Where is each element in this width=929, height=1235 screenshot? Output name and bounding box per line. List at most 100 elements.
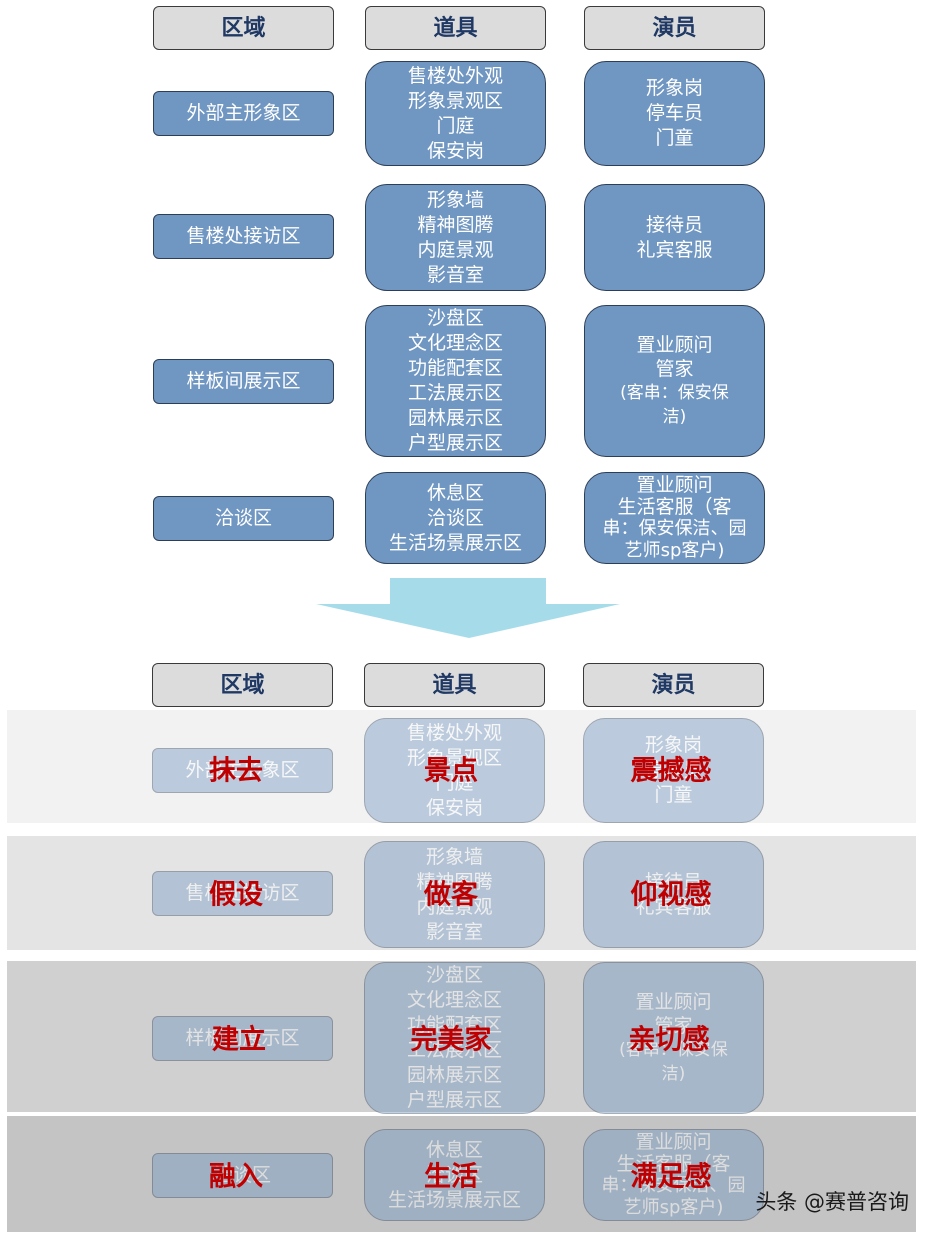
prop-item: 生活场景展示区: [387, 1188, 521, 1211]
overlay-zone-label: 抹去: [209, 755, 263, 787]
actor-item: 串：保安保洁、园: [601, 1175, 746, 1196]
actor-item: (客串：保安保: [620, 383, 729, 403]
overlay-band: [7, 1116, 916, 1232]
overlay-prop-label: 完美家: [410, 1024, 492, 1056]
actor-item: 接待员: [644, 870, 702, 893]
prop-item: 门庭: [436, 114, 475, 137]
actor-item: 置业顾问: [636, 334, 713, 356]
actor-box: 形象岗 停车员 门童: [583, 718, 764, 823]
zone-box: 洽谈区: [153, 496, 334, 541]
zone-box: 售楼处接访区: [153, 214, 334, 259]
overlay-zone-label: 假设: [209, 879, 263, 911]
prop-item: 生活场景展示区: [388, 531, 522, 554]
header-zone: 区域: [153, 6, 334, 50]
prop-item: 沙盘区: [425, 964, 483, 986]
prop-item: 形象墙: [426, 188, 484, 211]
prop-item: 内庭景观: [417, 238, 494, 261]
actor-item: 生活客服（客: [617, 496, 732, 518]
actor-item: 管家: [655, 358, 694, 380]
prop-box: 沙盘区 文化理念区 功能配套区 工法展示区 园林展示区 户型展示区: [364, 962, 545, 1114]
prop-item: 功能配套区: [406, 1014, 502, 1036]
overlay-zone-label: 建立: [212, 1024, 266, 1056]
overlay-actor-label: 满足感: [630, 1161, 712, 1193]
overlay-band: [7, 961, 916, 1112]
actor-item: 管家: [654, 1015, 693, 1037]
prop-item: 休息区: [425, 1138, 483, 1161]
actor-item: (客串：保安保: [619, 1040, 728, 1060]
prop-item: 休息区: [426, 481, 484, 504]
overlay-actor-label: 亲切感: [628, 1024, 710, 1056]
prop-item: 内庭景观: [416, 895, 493, 918]
actor-item: 形象岗: [645, 77, 703, 99]
prop-item: 影音室: [426, 263, 484, 286]
prop-box: 休息区 洽谈区 生活场景展示区: [364, 1129, 545, 1221]
prop-item: 精神图腾: [416, 870, 493, 893]
actor-item: 停车员: [645, 102, 703, 124]
actor-box: 置业顾问 生活客服（客 串：保安保洁、园 艺师sp客户): [584, 472, 765, 564]
prop-item: 保安岗: [426, 139, 484, 162]
actor-box: 置业顾问 管家 (客串：保安保 洁): [583, 962, 764, 1114]
prop-item: 功能配套区: [407, 357, 503, 379]
actor-item: 置业顾问: [636, 474, 713, 496]
prop-item: 园林展示区: [407, 407, 503, 429]
zone-box: 外部主形象区: [152, 748, 333, 793]
actor-item: 礼宾客服: [635, 895, 712, 918]
prop-item: 保安岗: [425, 796, 483, 819]
prop-item: 文化理念区: [407, 332, 503, 354]
prop-item: 精神图腾: [417, 213, 494, 236]
actor-item: 接待员: [645, 213, 703, 236]
prop-item: 户型展示区: [407, 432, 503, 454]
actor-box: 形象岗 停车员 门童: [584, 61, 765, 166]
zone-box: 样板间展示区: [153, 359, 334, 404]
zone-box: 洽谈区: [152, 1153, 333, 1198]
overlay-actor-label: 震撼感: [630, 755, 712, 787]
actor-item: 洁): [661, 1064, 686, 1084]
actor-item: 门童: [654, 784, 693, 806]
prop-box: 售楼处外观 形象景观区 门庭 保安岗: [364, 718, 545, 823]
actor-item: 置业顾问: [635, 991, 712, 1013]
header-prop: 道具: [364, 663, 545, 707]
overlay-actor-label: 仰视感: [630, 879, 712, 911]
header-actor: 演员: [583, 663, 764, 707]
prop-item: 售楼处外观: [406, 721, 502, 744]
prop-box: 休息区 洽谈区 生活场景展示区: [365, 472, 546, 564]
prop-box: 售楼处外观 形象景观区 门庭 保安岗: [365, 61, 546, 166]
down-arrow-icon: [316, 578, 620, 638]
actor-item: 洁): [662, 407, 687, 427]
actor-box: 置业顾问 生活客服（客 串：保安保洁、园 艺师sp客户): [583, 1129, 764, 1221]
watermark: 头条 @赛普咨询: [755, 1190, 909, 1214]
prop-box: 形象墙 精神图腾 内庭景观 影音室: [364, 841, 545, 948]
actor-item: 门童: [655, 127, 694, 149]
actor-item: 艺师sp客户): [624, 540, 725, 561]
actor-box: 接待员 礼宾客服: [583, 841, 764, 948]
prop-item: 沙盘区: [426, 307, 484, 329]
actor-box: 接待员 礼宾客服: [584, 184, 765, 291]
header-actor: 演员: [584, 6, 765, 50]
prop-item: 工法展示区: [407, 382, 503, 404]
overlay-zone-label: 融入: [209, 1161, 263, 1193]
actor-item: 停车员: [644, 759, 702, 781]
overlay-prop-label: 生活: [424, 1161, 478, 1193]
header-zone: 区域: [152, 663, 333, 707]
prop-item: 洽谈区: [425, 1163, 483, 1186]
prop-item: 工法展示区: [406, 1039, 502, 1061]
prop-item: 形象墙: [425, 845, 483, 868]
actor-item: 艺师sp客户): [623, 1197, 724, 1218]
prop-item: 园林展示区: [406, 1064, 502, 1086]
prop-item: 形象景观区: [407, 89, 503, 112]
actor-box: 置业顾问 管家 (客串：保安保 洁): [584, 305, 765, 457]
overlay-prop-label: 做客: [424, 879, 478, 911]
prop-box: 沙盘区 文化理念区 功能配套区 工法展示区 园林展示区 户型展示区: [365, 305, 546, 457]
overlay-band: [7, 710, 916, 823]
header-prop: 道具: [365, 6, 546, 50]
zone-box: 外部主形象区: [153, 91, 334, 136]
zone-box: 售楼处接访区: [152, 871, 333, 916]
prop-item: 售楼处外观: [407, 64, 503, 87]
actor-item: 生活客服（客: [616, 1153, 731, 1175]
prop-item: 门庭: [435, 771, 474, 794]
zone-box: 样板间展示区: [152, 1016, 333, 1061]
overlay-band: [7, 836, 916, 950]
actor-item: 置业顾问: [635, 1131, 712, 1153]
actor-item: 礼宾客服: [636, 238, 713, 261]
prop-box: 形象墙 精神图腾 内庭景观 影音室: [365, 184, 546, 291]
